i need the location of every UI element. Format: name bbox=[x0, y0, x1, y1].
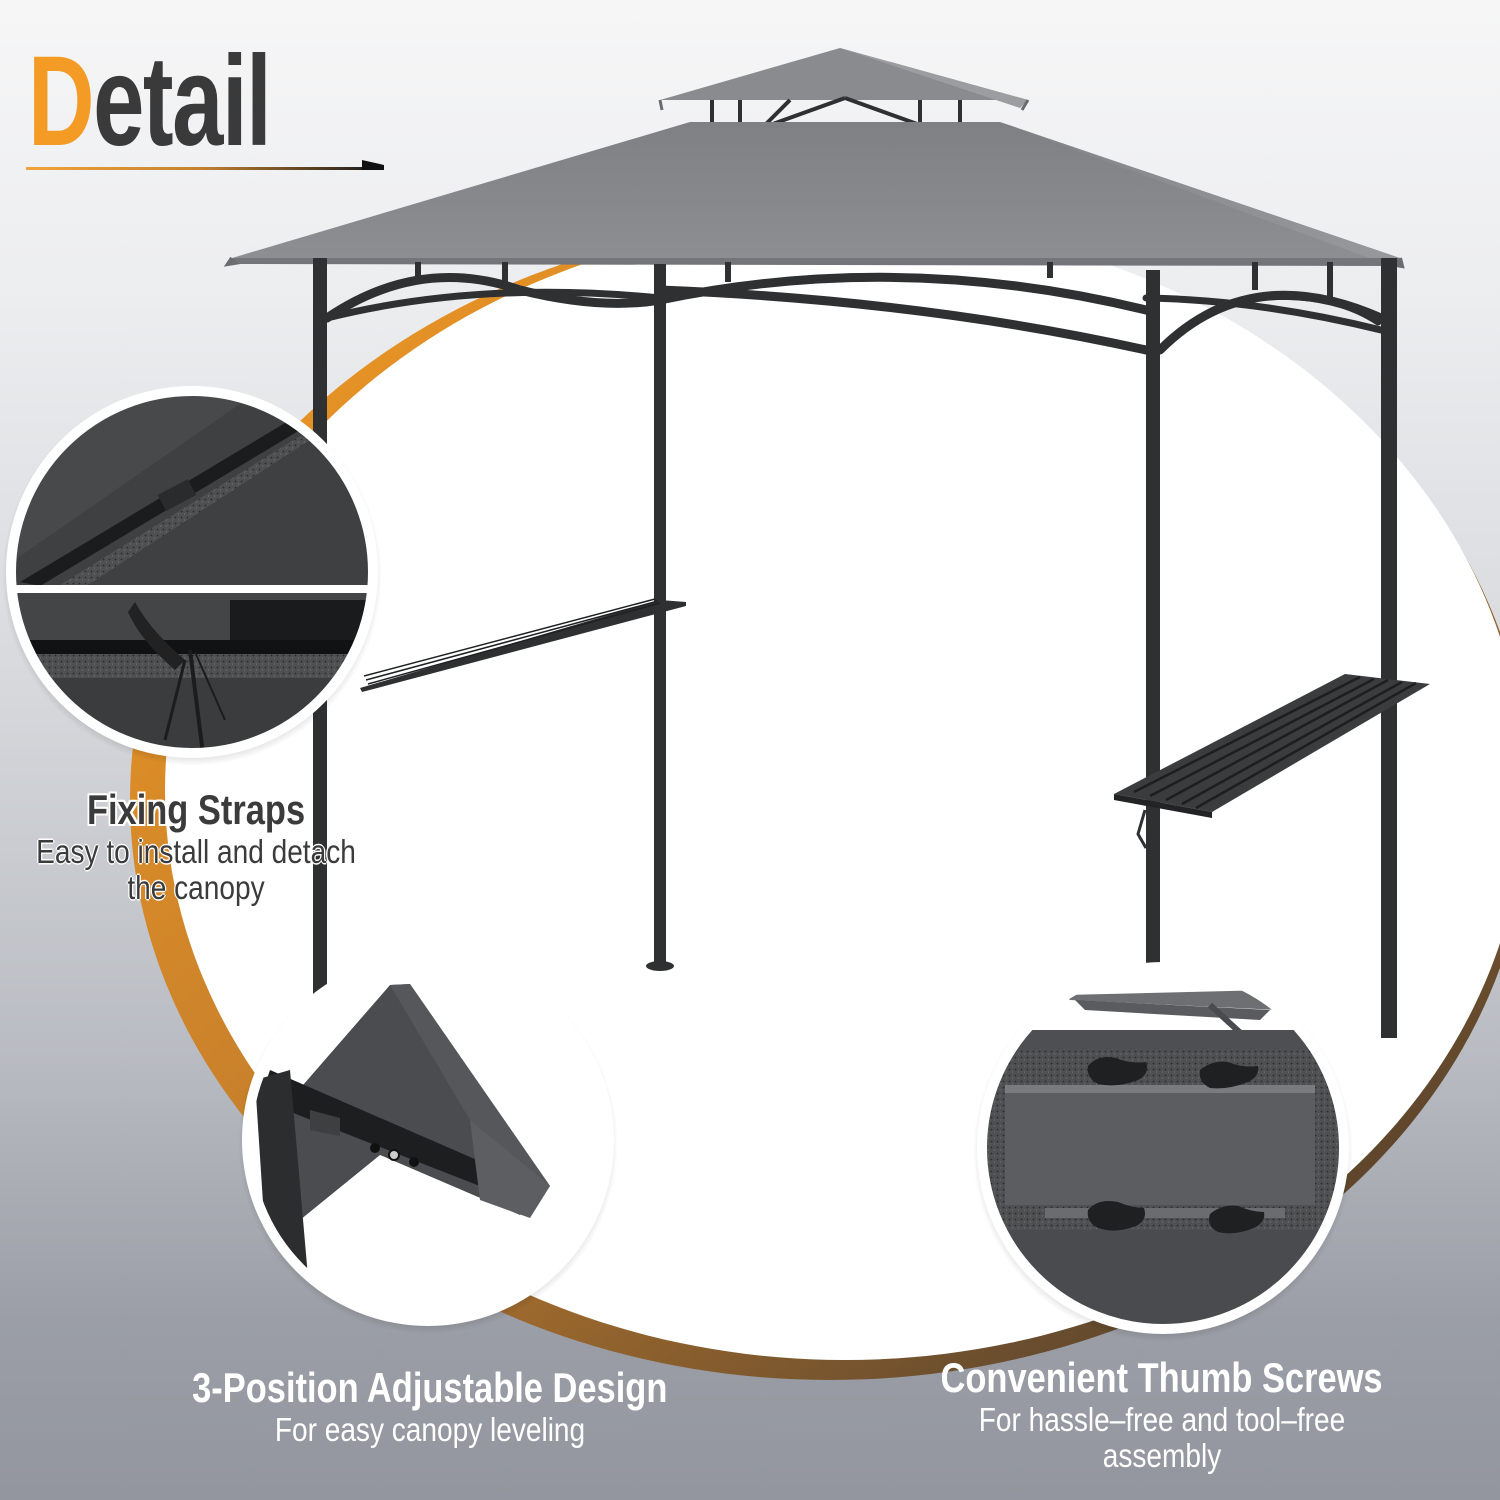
title-accent-letter: D bbox=[28, 30, 95, 173]
thumb-screw-4 bbox=[1209, 1205, 1265, 1234]
left-shelf bbox=[360, 586, 686, 692]
feature-description-line: Easy to install and detach bbox=[36, 833, 356, 870]
feature-title: 3-Position Adjustable Design bbox=[192, 1364, 668, 1411]
feature-description-line: assembly bbox=[1102, 1437, 1222, 1474]
page-title: Detail bbox=[28, 38, 272, 166]
feature-description-line: For easy canopy leveling bbox=[274, 1411, 586, 1448]
right-shelf bbox=[1114, 674, 1430, 849]
feature-title: Convenient Thumb Screws bbox=[940, 1354, 1384, 1401]
feature-adjustable-design: 3-Position Adjustable Design For easy ca… bbox=[130, 1364, 730, 1448]
thumb-screw-2 bbox=[1199, 1061, 1259, 1089]
thumb-screw-3 bbox=[1087, 1201, 1145, 1231]
title-underline bbox=[26, 167, 376, 170]
title-rest: etail bbox=[93, 30, 272, 173]
leg-back-left bbox=[654, 264, 666, 964]
arrow-right-icon bbox=[362, 160, 384, 170]
feature-fixing-straps: Fixing Straps Easy to install and detach… bbox=[0, 786, 392, 906]
feature-thumb-screws: Convenient Thumb Screws For hassle–free … bbox=[862, 1354, 1462, 1474]
detail-circle-thumb-screws bbox=[977, 962, 1349, 1334]
feature-description-line: the canopy bbox=[127, 869, 265, 906]
feature-description-line: For hassle–free and tool–free bbox=[978, 1401, 1346, 1438]
feature-title: Fixing Straps bbox=[86, 786, 306, 833]
leg-back-right bbox=[1146, 270, 1160, 990]
leg-front-right bbox=[1381, 258, 1397, 1038]
thumb-screw-1 bbox=[1087, 1057, 1147, 1086]
detail-circle-adjustable bbox=[242, 954, 614, 1326]
